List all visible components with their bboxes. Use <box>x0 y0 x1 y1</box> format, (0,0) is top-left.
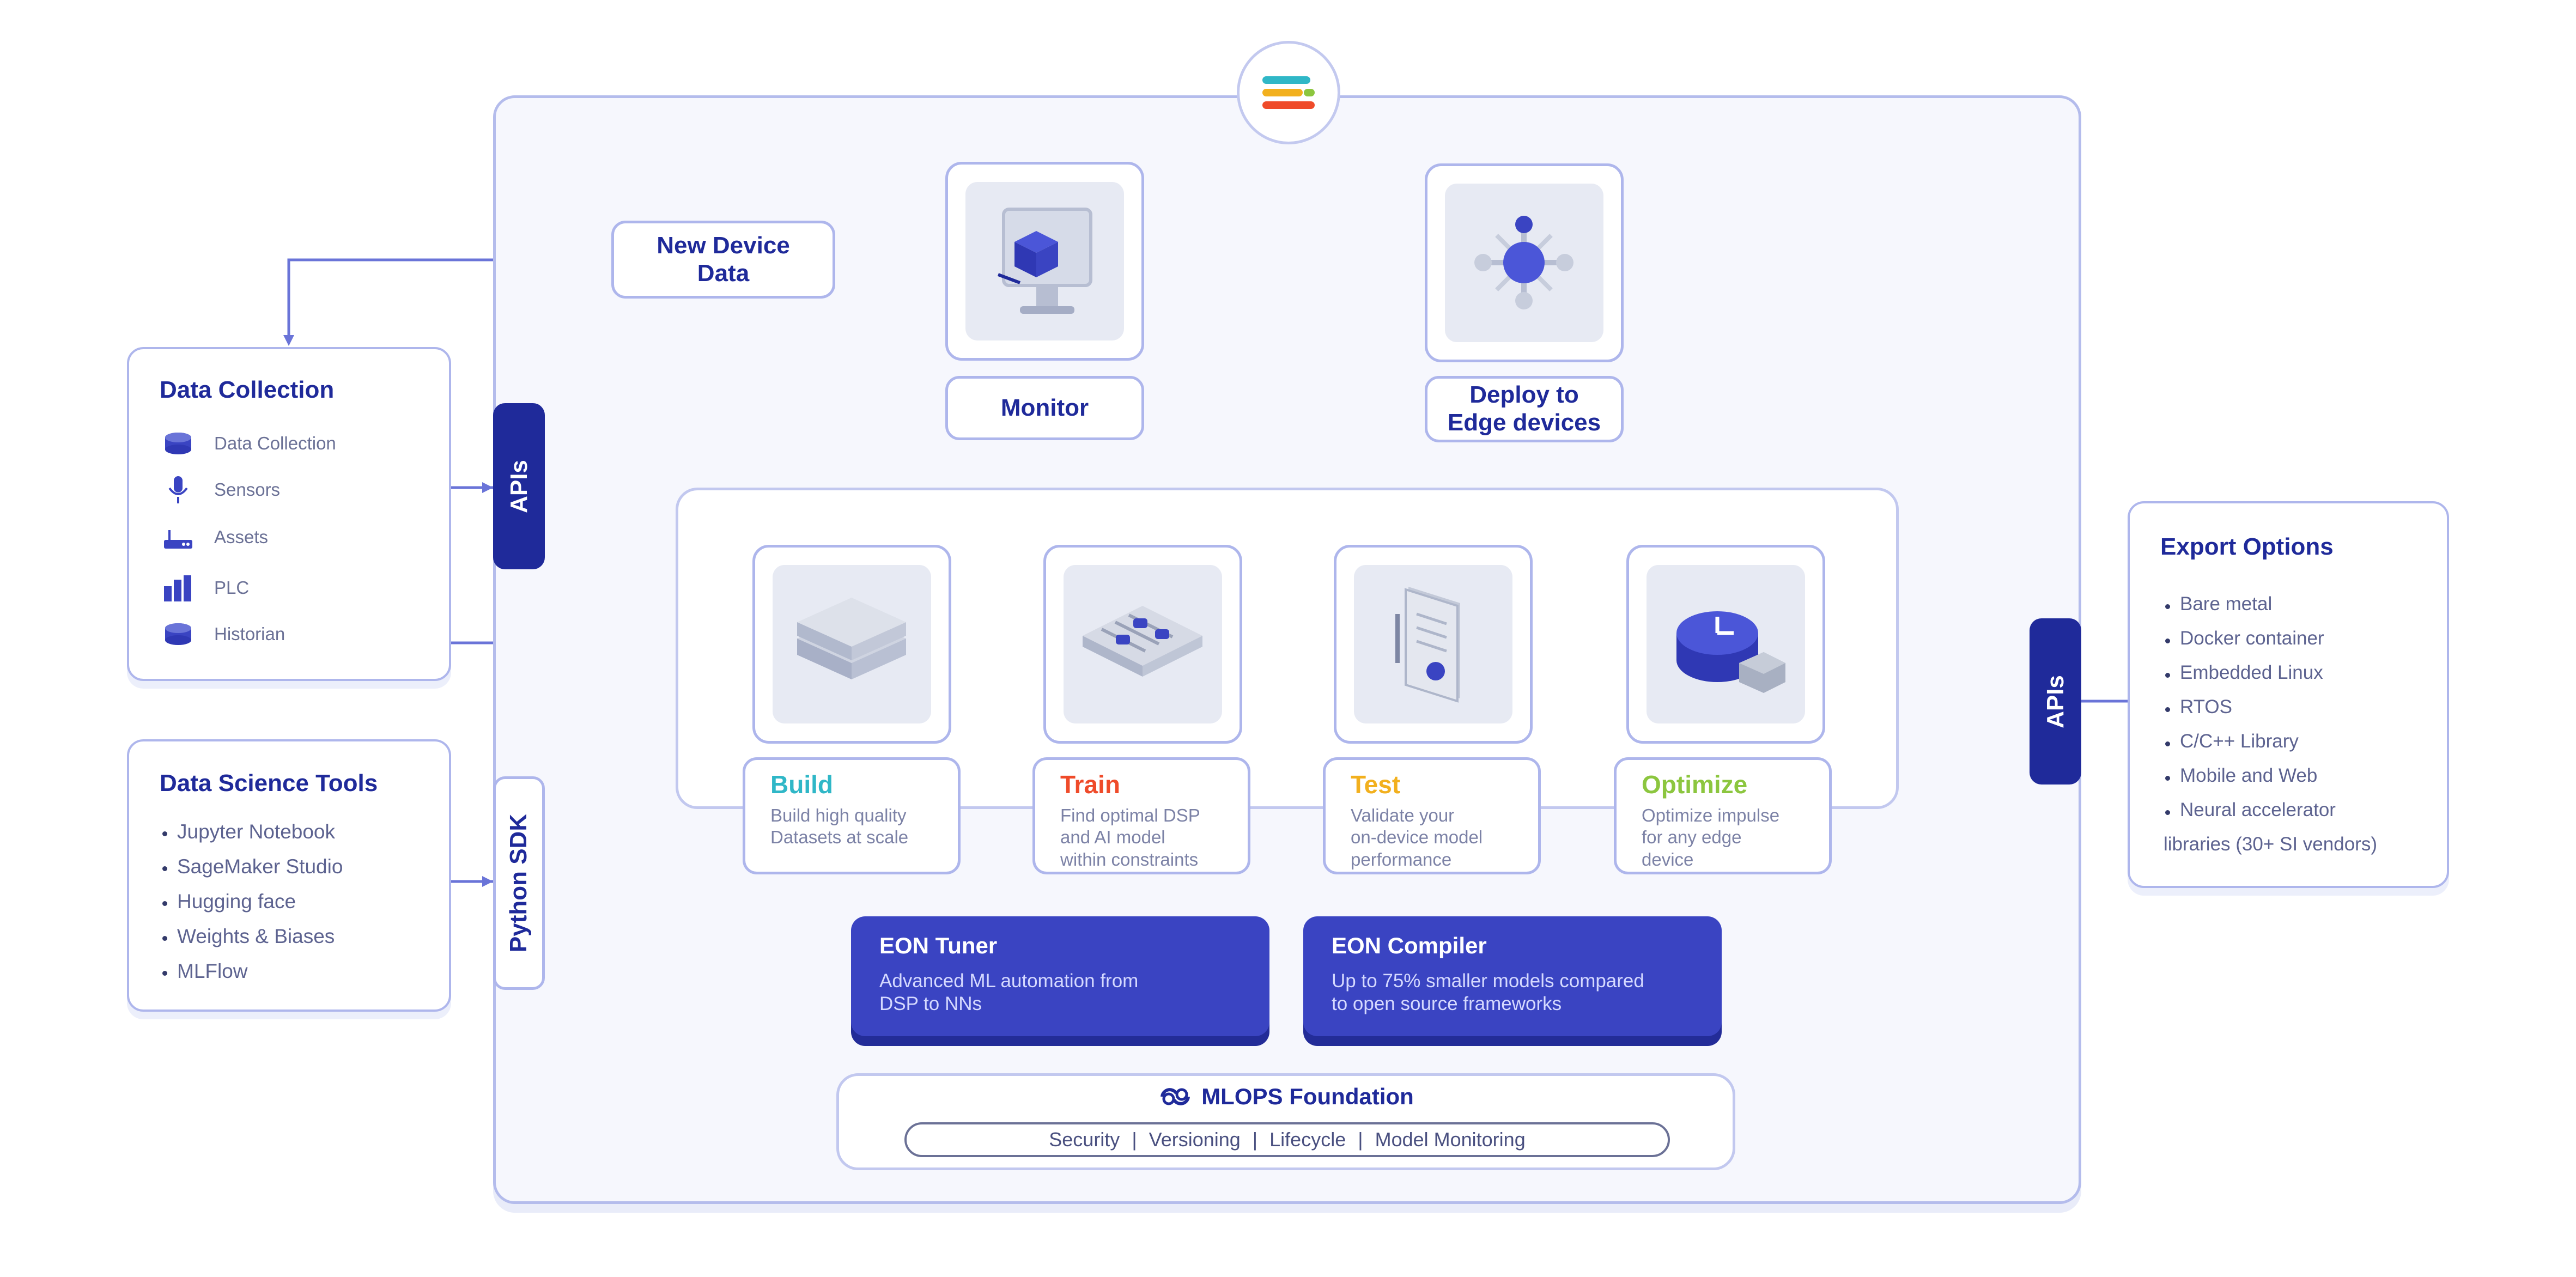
monitor-tile[interactable] <box>945 162 1144 361</box>
sensors-item: Sensors <box>162 476 280 503</box>
document-icon <box>1395 587 1460 703</box>
divider: | <box>1252 1128 1258 1151</box>
build-step: Build Build high quality Datasets at sca… <box>743 757 961 874</box>
assets-item-label: Assets <box>214 527 269 547</box>
python-sdk-label: Python SDK <box>505 813 532 953</box>
database-icon <box>162 621 195 648</box>
plc-item-label: PLC <box>214 577 250 598</box>
build-tile[interactable] <box>752 545 951 744</box>
apis-left-label: APIs <box>505 459 532 513</box>
optimize-tile[interactable] <box>1626 545 1825 744</box>
data-collection-item: Data Collection <box>162 430 336 457</box>
edge-impulse-logo-icon <box>1237 41 1340 144</box>
mlops-pill: Security | Versioning | Lifecycle | Mode… <box>904 1122 1670 1157</box>
export-item: Docker container <box>2165 628 2324 649</box>
microphone-icon <box>162 476 195 503</box>
export-item: Mobile and Web <box>2165 765 2318 786</box>
export-options-card: Export Options Bare metal Docker contain… <box>2128 501 2449 888</box>
export-item: Bare metal <box>2165 593 2273 615</box>
bar-chart-icon <box>162 574 195 601</box>
historian-item: Historian <box>162 621 285 648</box>
test-step-desc: Validate your on-device model performanc… <box>1351 805 1483 869</box>
deploy-tile[interactable] <box>1425 163 1624 362</box>
train-step-desc: Find optimal DSP and AI model within con… <box>1060 805 1200 869</box>
historian-item-label: Historian <box>214 624 285 644</box>
router-icon <box>162 524 195 551</box>
divider: | <box>1132 1128 1137 1151</box>
apis-left-tab[interactable]: APIs <box>493 403 545 569</box>
tool-item: SageMaker Studio <box>162 855 343 878</box>
build-step-title: Build <box>770 770 833 799</box>
tool-item: Jupyter Notebook <box>162 820 336 843</box>
mlops-item: Versioning <box>1149 1128 1241 1151</box>
deploy-label: Deploy to Edge devices <box>1425 376 1624 442</box>
data-science-tools-title: Data Science Tools <box>160 770 378 796</box>
export-item: Embedded Linux <box>2165 662 2323 683</box>
monitor-icon <box>997 208 1092 314</box>
apis-right-tab[interactable]: APIs <box>2030 618 2081 785</box>
export-item: C/C++ Library <box>2165 731 2299 752</box>
optimize-step-desc: Optimize impulse for any edge device <box>1642 805 1780 869</box>
eon-tuner-desc: Advanced ML automation from DSP to NNs <box>879 970 1139 1014</box>
plc-item: PLC <box>162 574 249 601</box>
data-collection-item-label: Data Collection <box>214 433 336 453</box>
apis-right-label: APIs <box>2042 674 2069 728</box>
mlops-item: Security <box>1049 1128 1120 1151</box>
export-item: RTOS <box>2165 696 2232 717</box>
mlops-item: Lifecycle <box>1269 1128 1346 1151</box>
test-tile[interactable] <box>1334 545 1533 744</box>
data-collection-card: Data Collection Data Collection Sensors … <box>127 347 451 681</box>
new-device-data-label: New Device Data <box>611 221 835 299</box>
eon-compiler-title: EON Compiler <box>1332 933 1487 958</box>
build-step-desc: Build high quality Datasets at scale <box>770 805 909 848</box>
data-science-tools-card: Data Science Tools Jupyter Notebook Sage… <box>127 739 451 1012</box>
edge-device-icon <box>1474 216 1573 309</box>
eon-tuner-title: EON Tuner <box>879 933 998 958</box>
sensors-item-label: Sensors <box>214 479 281 500</box>
mlops-item: Model Monitoring <box>1375 1128 1526 1151</box>
tool-item: Hugging face <box>162 890 296 913</box>
optimize-step: Optimize Optimize impulse for any edge d… <box>1614 757 1832 874</box>
tool-item: MLFlow <box>162 960 248 982</box>
monitor-label: Monitor <box>945 376 1144 440</box>
gauge-icon <box>1676 611 1785 693</box>
python-sdk-tab[interactable]: Python SDK <box>493 776 545 990</box>
divider: | <box>1358 1128 1363 1151</box>
mlops-header: MLOPS Foundation <box>839 1084 1733 1110</box>
assets-item: Assets <box>162 524 268 551</box>
test-step: Test Validate your on-device model perfo… <box>1323 757 1541 874</box>
eon-tuner-card: EON Tuner Advanced ML automation from DS… <box>851 916 1269 1036</box>
eon-compiler-desc: Up to 75% smaller models compared to ope… <box>1332 970 1644 1014</box>
database-icon <box>162 430 195 457</box>
optimize-step-title: Optimize <box>1642 770 1748 799</box>
export-item: Neural accelerator <box>2165 799 2336 820</box>
train-step-title: Train <box>1060 770 1120 799</box>
tool-item: Weights & Biases <box>162 925 335 947</box>
test-step-title: Test <box>1351 770 1401 799</box>
link-cycle-icon <box>1161 1088 1190 1105</box>
export-options-title: Export Options <box>2160 533 2334 560</box>
export-item-trailing: libraries (30+ SI vendors) <box>2164 834 2377 855</box>
mlops-foundation-card: MLOPS Foundation Security | Versioning |… <box>836 1073 1735 1170</box>
sliders-icon <box>1083 606 1202 677</box>
data-collection-title: Data Collection <box>160 376 335 403</box>
train-tile[interactable] <box>1043 545 1242 744</box>
train-step: Train Find optimal DSP and AI model with… <box>1032 757 1250 874</box>
layers-icon <box>797 598 906 679</box>
mlops-title: MLOPS Foundation <box>1201 1084 1414 1109</box>
eon-compiler-card: EON Compiler Up to 75% smaller models co… <box>1303 916 1722 1036</box>
